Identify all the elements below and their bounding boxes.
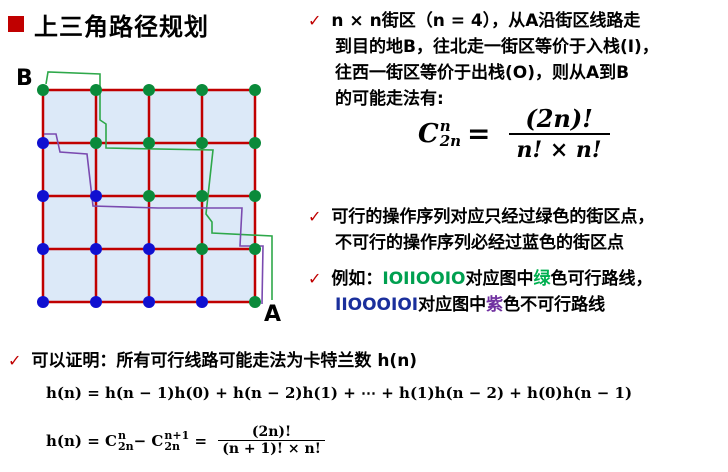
point-blue: [37, 137, 49, 149]
bullet-catalan-proof: ✓ 可以证明：所有可行线路可能走法为卡特兰数 h(n): [8, 348, 708, 374]
feasible-sequence: IOIIOOIO: [382, 269, 466, 289]
point-green: [249, 190, 261, 202]
point-green: [249, 296, 261, 308]
point-blue: [37, 296, 49, 308]
formula-fraction: (2n)! n! × n!: [508, 104, 610, 163]
point-green: [249, 84, 261, 96]
bullet2-line2: 不可行的操作序列必经过蓝色的街区点: [335, 233, 624, 253]
checkmark-icon: ✓: [8, 351, 22, 370]
formula-C: C: [418, 118, 439, 149]
formula-C-sup: n: [439, 116, 451, 135]
closed-equals: =: [189, 431, 213, 450]
street-grid-diagram: [37, 71, 273, 308]
point-green: [143, 84, 155, 96]
bullet2-line1: ✓可行的操作序列对应只经过绿色的街区点，: [308, 207, 655, 227]
bullet1-line4: 的可能走法有:: [335, 89, 444, 109]
bullet1-line2: 到目的地B，往北走一街区等价于入栈(I)，: [335, 37, 659, 57]
point-blue: [37, 190, 49, 202]
bullet4-text: 可以证明：所有可行线路可能走法为卡特兰数 h(n): [31, 351, 418, 371]
bullet1-line1: ✓n × n街区（n = 4），从A沿街区线路走: [308, 11, 641, 31]
green-word: 绿: [533, 269, 551, 289]
bullet1-line3: 往西一街区等价于出栈(O)，则从A到B: [335, 63, 630, 83]
point-green: [196, 84, 208, 96]
closed-minus: − C: [133, 431, 164, 450]
closed-lhs: h(n) = C: [46, 431, 117, 450]
point-green: [196, 243, 208, 255]
point-green: [90, 84, 102, 96]
point-blue: [37, 243, 49, 255]
closed-fraction: (2n)! (n + 1)! × n!: [218, 424, 325, 457]
formula-C-sub: 2n: [439, 131, 462, 150]
closed-denominator: (n + 1)! × n!: [218, 440, 325, 457]
point-blue: [90, 243, 102, 255]
formula-numerator: (2n)!: [525, 104, 593, 133]
bullet-feasible-sequences: ✓可行的操作序列对应只经过绿色的街区点， 不可行的操作序列必经过蓝色的街区点: [308, 204, 726, 256]
formula-C-indices: n 2n: [439, 116, 462, 150]
checkmark-icon: ✓: [308, 11, 322, 30]
point-blue: [90, 190, 102, 202]
point-blue: [90, 296, 102, 308]
bullet-example: ✓例如：IOIIOOIO对应图中绿色可行路线， IIOOOIOI对应图中紫色不可…: [308, 266, 726, 318]
point-green: [143, 137, 155, 149]
catalan-formula: C n 2n = (2n)! n! × n!: [418, 104, 610, 163]
label-a: A: [264, 302, 282, 327]
formula-denominator: n! × n!: [508, 133, 610, 163]
point-green: [143, 190, 155, 202]
checkmark-icon: ✓: [308, 207, 322, 226]
point-green: [249, 243, 261, 255]
point-green: [90, 137, 102, 149]
point-green: [196, 137, 208, 149]
label-b: B: [16, 66, 33, 91]
point-green: [196, 190, 208, 202]
point-blue: [143, 243, 155, 255]
infeasible-sequence: IIOOOIOI: [335, 295, 419, 315]
street-points: [37, 84, 261, 308]
recurrence-formula: h(n) = h(n − 1)h(0) + h(n − 2)h(1) + ⋯ +…: [46, 384, 633, 402]
green-feasible-path: [45, 71, 273, 300]
point-blue: [196, 296, 208, 308]
bullet3-line2: IIOOOIOI对应图中紫色不可行路线: [335, 295, 606, 315]
closed-numerator: (2n)!: [251, 424, 292, 440]
example-prefix: 例如：: [331, 269, 383, 289]
title-row: 上三角路径规划: [8, 6, 209, 42]
bullet3-line1: ✓例如：IOIIOOIO对应图中绿色可行路线，: [308, 269, 653, 289]
point-green: [37, 84, 49, 96]
point-green: [249, 137, 261, 149]
bullet-street-definition: ✓n × n街区（n = 4），从A沿街区线路走 到目的地B，往北走一街区等价于…: [308, 8, 726, 112]
red-square-bullet-icon: [8, 16, 24, 32]
checkmark-icon: ✓: [308, 269, 322, 288]
purple-word: 紫: [486, 295, 504, 315]
slide-title: 上三角路径规划: [34, 12, 209, 41]
point-blue: [143, 296, 155, 308]
formula-equals: =: [467, 117, 491, 150]
